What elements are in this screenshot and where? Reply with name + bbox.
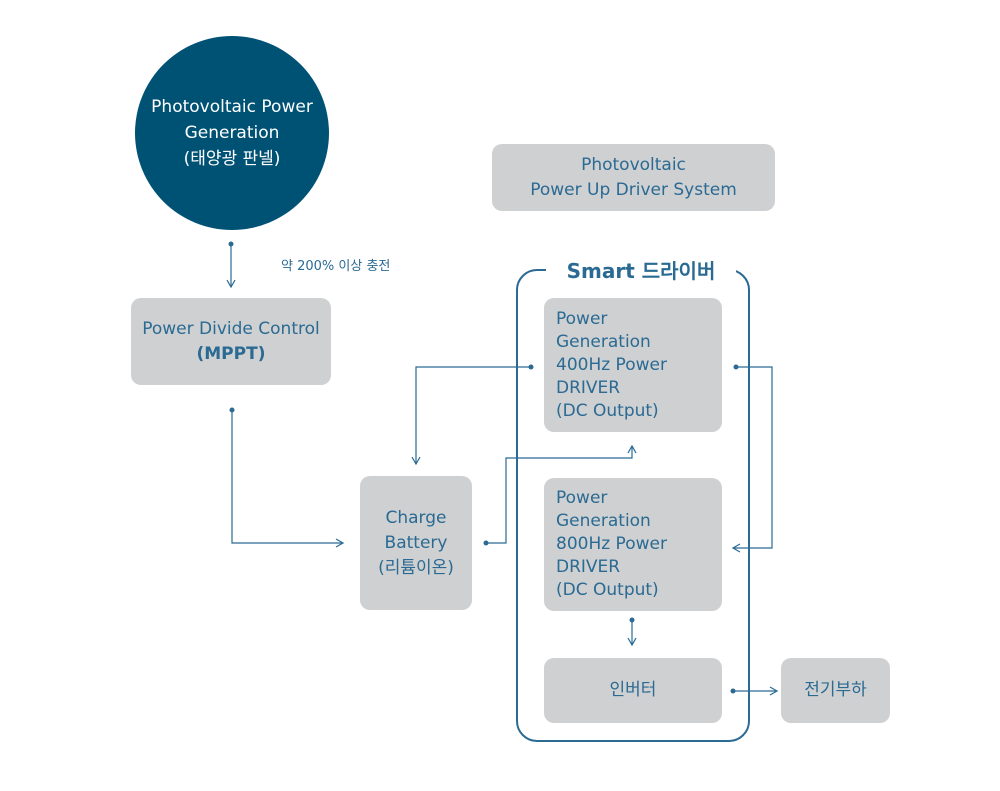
driver-800hz-node: Power Generation 800Hz Power DRIVER (DC … xyxy=(544,478,722,611)
solar-line-1: Photovoltaic Power xyxy=(151,97,313,117)
mppt-line-2: (MPPT) xyxy=(196,343,266,364)
driver-800-line-5: (DC Output) xyxy=(556,580,659,600)
battery-line-1: Charge xyxy=(385,507,447,528)
inverter-label: 인버터 xyxy=(609,680,657,700)
driver-400-line-4: DRIVER xyxy=(556,377,621,398)
system-title-box: Photovoltaic Power Up Driver System xyxy=(492,144,775,211)
driver-400-line-5: (DC Output) xyxy=(556,400,659,421)
inverter-node: 인버터 xyxy=(544,658,722,723)
load-label: 전기부하 xyxy=(804,680,867,700)
mppt-node: Power Divide Control (MPPT) xyxy=(131,298,331,385)
battery-node: Charge Battery (리튬이온) xyxy=(360,476,472,610)
solar-panel-node: Photovoltaic Power Generation (태양광 판넬) xyxy=(135,36,329,230)
system-title-line-1: Photovoltaic xyxy=(581,154,686,175)
load-node: 전기부하 xyxy=(781,658,890,723)
arrow-mppt-to-battery xyxy=(231,410,345,548)
arrow-400-to-800 xyxy=(731,366,773,553)
mppt-line-1: Power Divide Control xyxy=(142,318,320,339)
battery-line-2: Battery xyxy=(384,532,448,553)
driver-400-line-3: 400Hz Power xyxy=(556,354,667,375)
battery-line-3: (리튬이온) xyxy=(378,557,454,578)
driver-800-line-4: DRIVER xyxy=(556,557,621,577)
driver-400hz-node: Power Generation 400Hz Power DRIVER (DC … xyxy=(544,298,722,432)
driver-800-line-2: Generation xyxy=(556,511,651,531)
arrow-400-to-battery xyxy=(411,366,531,466)
charge-note: 약 200% 이상 충전 xyxy=(281,259,391,274)
driver-800-line-3: 800Hz Power xyxy=(556,534,667,554)
arrow-battery-to-400 xyxy=(486,444,637,544)
driver-400-line-1: Power xyxy=(556,308,608,329)
smart-driver-title: Smart 드라이버 xyxy=(546,257,736,285)
driver-800-line-1: Power xyxy=(556,488,608,508)
solar-line-3: (태양광 판넬) xyxy=(183,149,281,169)
driver-400-line-2: Generation xyxy=(556,331,651,352)
solar-line-2: Generation xyxy=(184,123,280,143)
system-title-line-2: Power Up Driver System xyxy=(530,179,737,200)
